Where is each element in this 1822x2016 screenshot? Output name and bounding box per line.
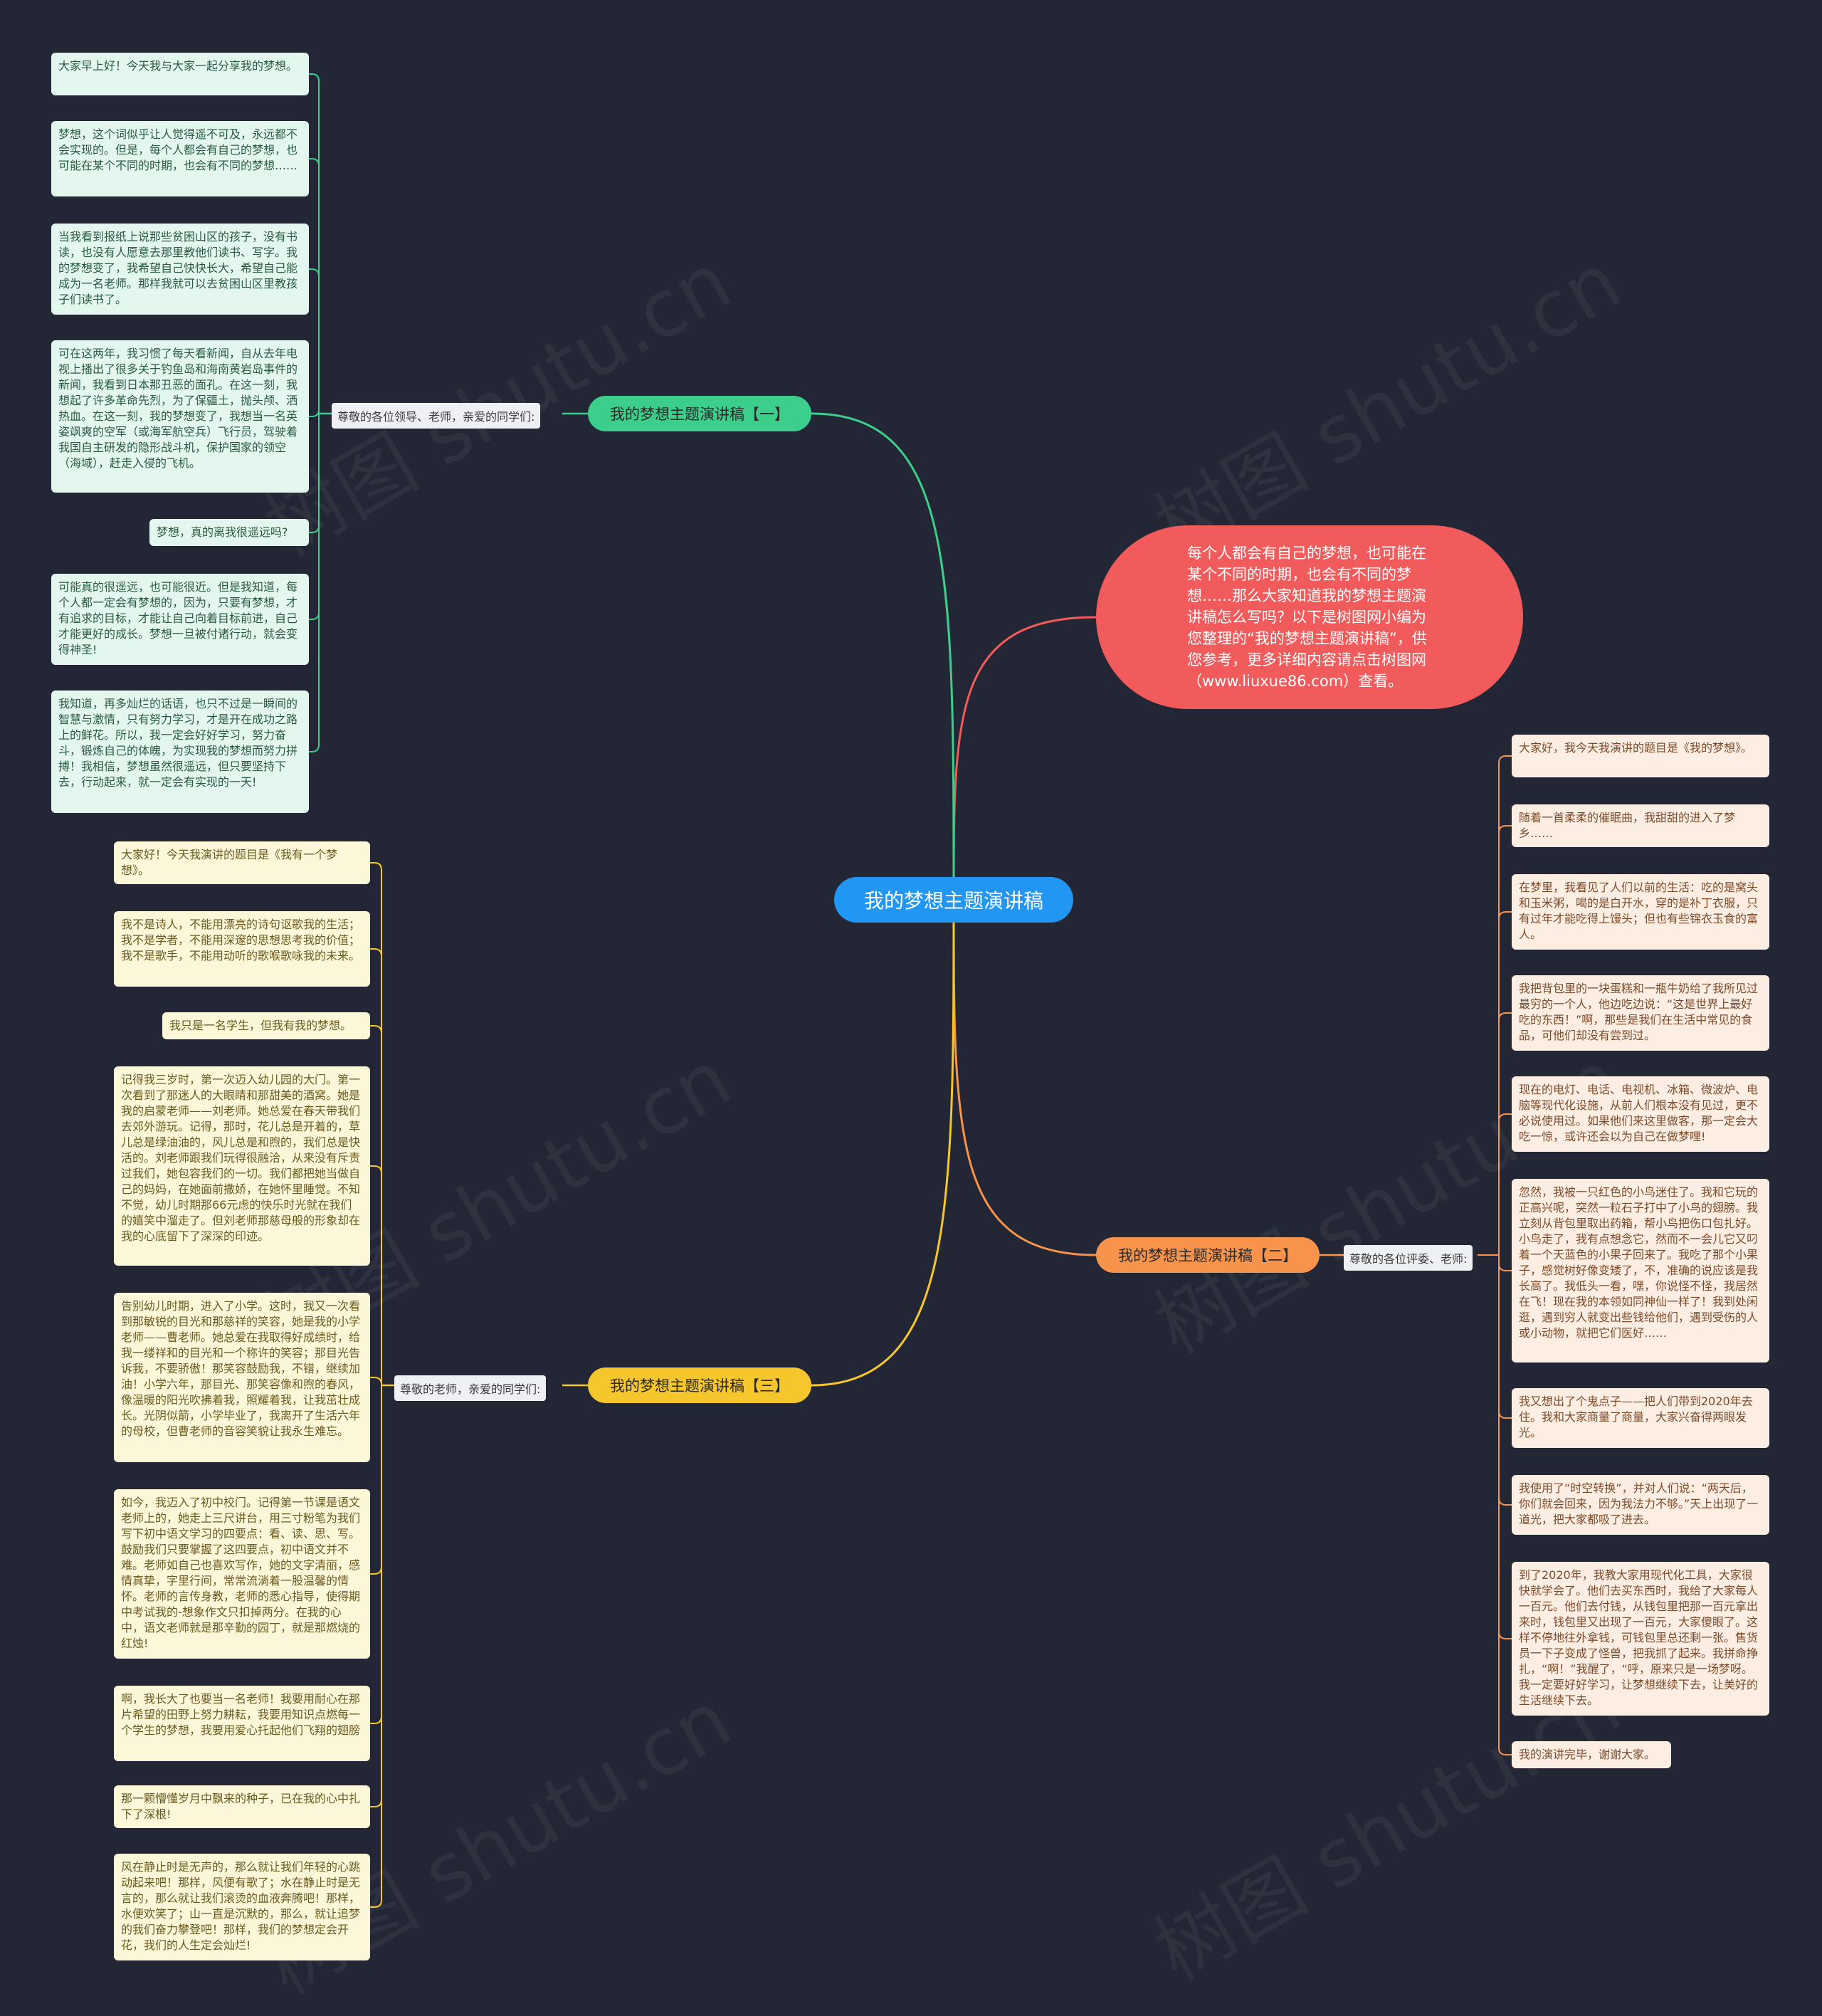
branch-3-leaf[interactable]: 告别幼儿时期，进入了小学。这时，我又一次看到那敏锐的目光和那慈祥的笑容，她是我的… — [114, 1293, 370, 1462]
branch-2-leaf-line — [1478, 911, 1512, 1256]
intro-text: 每个人都会有自己的梦想，也可能在某个不同的时期，也会有不同的梦想……那么大家知道… — [1187, 545, 1427, 690]
branch-1-leaf[interactable]: 大家早上好！今天我与大家一起分享我的梦想。 — [51, 53, 309, 95]
branch-2-leaf[interactable]: 在梦里，我看见了人们以前的生活：吃的是窝头和玉米粥，喝的是白开水，穿的是补丁衣服… — [1512, 874, 1769, 950]
root-to-branch-3-line — [811, 899, 955, 1387]
branch-1-leaf[interactable]: 可在这两年，我习惯了每天看新闻，自从去年电视上播出了很多关于钓鱼岛和海南黄岩岛事… — [51, 340, 309, 493]
branch-3-greeting[interactable]: 尊敬的老师，亲爱的同学们: — [394, 1375, 547, 1401]
branch-2-leaf[interactable]: 忽然，我被一只红色的小鸟迷住了。我和它玩的正高兴呢，突然一粒石子打中了小鸟的翅膀… — [1512, 1179, 1769, 1363]
branch-1-leaf-line — [309, 414, 320, 533]
branch-1-leaf[interactable]: 梦想，真的离我很遥远吗? — [149, 519, 309, 546]
branch-1-leaf-line — [309, 73, 320, 414]
branch-2-leaf-line — [1478, 1254, 1512, 1419]
branch-1-leaf-line — [309, 158, 320, 414]
branch-3-leaf-line — [370, 1165, 382, 1385]
branch-3-leaf[interactable]: 那一颗懵懂岁月中飘来的种子，已在我的心中扎下了深根! — [114, 1785, 370, 1828]
root-to-branch-1-line — [811, 412, 955, 901]
branch-2-topic[interactable]: 我的梦想主题演讲稿【二】 — [1096, 1237, 1320, 1273]
intro-summary[interactable]: 每个人都会有自己的梦想，也可能在某个不同的时期，也会有不同的梦想……那么大家知道… — [1096, 525, 1523, 709]
branch-3-leaf[interactable]: 如今，我迈入了初中校门。记得第一节课是语文老师上的，她走上三尺讲台，用三寸粉笔为… — [114, 1489, 370, 1659]
branch-2-leaf[interactable]: 现在的电灯、电话、电视机、冰箱、微波炉、电脑等现代化设施，从前人们根本没有见过，… — [1512, 1076, 1769, 1152]
branch-2-leaf[interactable]: 大家好，我今天我演讲的题目是《我的梦想》。 — [1512, 735, 1769, 777]
branch-2-leaf[interactable]: 到了2020年，我教大家用现代化工具，大家很快就学会了。他们去买东西时，我给了大… — [1512, 1562, 1769, 1716]
branch-3-leaf-line — [370, 948, 382, 1385]
branch-3-leaf[interactable]: 我只是一名学生，但我有我的梦想。 — [162, 1012, 370, 1039]
branch-3-leaf[interactable]: 记得我三岁时，第一次迈入幼儿园的大门。第一次看到了那迷人的大眼睛和那甜美的酒窝。… — [114, 1066, 370, 1266]
branch-2-leaf[interactable]: 我使用了“时空转换”，并对人们说：“两天后，你们就会回来，因为我法力不够。”天上… — [1512, 1475, 1769, 1535]
branch-2-leaf-line — [1478, 1254, 1512, 1506]
branch-2-leaf-line — [1478, 1012, 1512, 1256]
branch-2-leaf[interactable]: 我的演讲完毕，谢谢大家。 — [1512, 1741, 1671, 1768]
branch-1-leaf-line — [309, 414, 320, 752]
branch-3-leaf[interactable]: 我不是诗人，不能用漂亮的诗句讴歌我的生活；我不是学者，不能用深邃的思想思考我的价… — [114, 911, 370, 987]
branch-1-leaf[interactable]: 梦想，这个词似乎让人觉得遥不可及，永远都不会实现的。但是，每个人都会有自己的梦想… — [51, 121, 309, 196]
branch-1-greeting[interactable]: 尊敬的各位领导、老师，亲爱的同学们: — [332, 403, 541, 429]
branch-3-leaf-line — [370, 862, 382, 1385]
branch-3-leaf-line — [370, 1025, 382, 1385]
branch-3-leaf[interactable]: 风在静止时是无声的，那么就让我们年轻的心跳动起来吧！那样，风便有歌了；水在静止时… — [114, 1854, 370, 1960]
branch-2-leaf-line — [1478, 1254, 1512, 1639]
branch-3-leaf[interactable]: 大家好！今天我演讲的题目是《我有一个梦想》。 — [114, 841, 370, 884]
branch-2-greeting[interactable]: 尊敬的各位评委、老师: — [1344, 1245, 1473, 1271]
root-to-branch-2-line — [952, 899, 1097, 1256]
branch-3-leaf-line — [370, 1385, 382, 1575]
branch-2-leaf[interactable]: 我又想出了个鬼点子——把人们带到2020年去住。我和大家商量了商量，大家兴奋得两… — [1512, 1388, 1769, 1448]
branch-2-leaf-line — [1478, 1254, 1512, 1755]
branch-3-leaf[interactable]: 啊，我长大了也要当一名老师！我要用耐心在那片希望的田野上努力耕耘，我要用知识点燃… — [114, 1686, 370, 1761]
branch-2-leaf[interactable]: 随着一首柔柔的催眠曲，我甜甜的进入了梦乡…… — [1512, 804, 1769, 847]
branch-3-leaf-line — [370, 1377, 382, 1385]
branch-2-leaf[interactable]: 我把背包里的一块蛋糕和一瓶牛奶给了我所见过最穷的一个人，他边吃边说：“这是世界上… — [1512, 975, 1769, 1051]
branch-1-leaf-line — [309, 414, 320, 620]
branch-1-leaf-line — [309, 268, 320, 414]
root-topic[interactable]: 我的梦想主题演讲稿 — [834, 877, 1073, 923]
branch-1-leaf-line — [309, 409, 320, 417]
branch-2-leaf-line — [1478, 755, 1512, 1256]
branch-1-leaf[interactable]: 当我看到报纸上说那些贫困山区的孩子，没有书读，也没有人愿意去那里教他们读书、写字… — [51, 224, 309, 315]
branch-2-leaf-line — [1478, 1254, 1512, 1271]
root-to-intro-line — [952, 616, 1097, 901]
branch-1-topic[interactable]: 我的梦想主题演讲稿【一】 — [588, 396, 811, 431]
branch-1-leaf[interactable]: 可能真的很遥远，也可能很近。但是我知道，每个人都一定会有梦想的，因为，只要有梦想… — [51, 574, 309, 665]
branch-2-leaf-line — [1478, 1113, 1512, 1256]
branch-2-leaf-line — [1478, 825, 1512, 1256]
branch-3-leaf-line — [370, 1385, 382, 1724]
branch-3-topic[interactable]: 我的梦想主题演讲稿【三】 — [588, 1367, 811, 1403]
branch-1-leaf[interactable]: 我知道，再多灿烂的话语，也只不过是一瞬间的智慧与激情，只有努力学习，才是开在成功… — [51, 691, 309, 813]
branch-3-leaf-line — [370, 1385, 382, 1807]
branch-3-leaf-line — [370, 1385, 382, 1908]
